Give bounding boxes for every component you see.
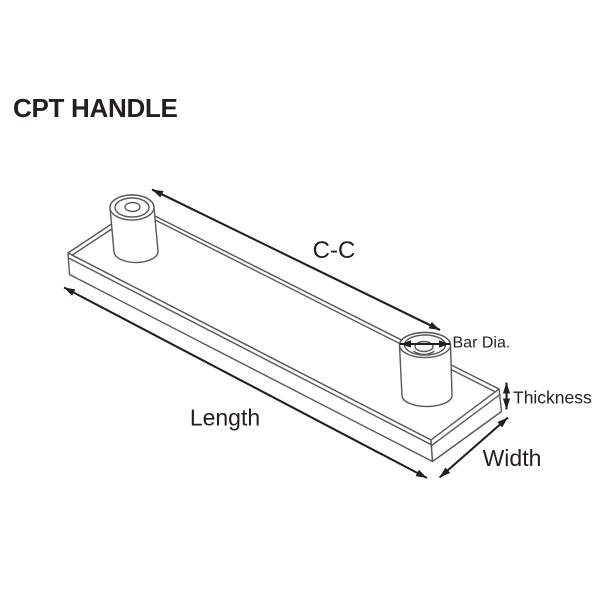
- left-post: [109, 194, 159, 264]
- dimensions: [63, 188, 511, 479]
- width-label: Width: [483, 445, 542, 471]
- left-post-bore-hole: [124, 201, 141, 213]
- dimension-labels: C-C Length Width Bar Dia. Thickness: [190, 237, 592, 471]
- left-post-top-face: [109, 194, 155, 221]
- left-post-top-rim: [114, 197, 150, 218]
- thickness-label: Thickness: [513, 388, 592, 408]
- page-title: CPT HANDLE: [13, 93, 178, 123]
- bar-dia-label: Bar Dia.: [453, 335, 511, 352]
- width-dimension-arrow: [438, 416, 509, 479]
- length-dimension-arrow: [63, 286, 428, 479]
- cc-label: C-C: [313, 237, 356, 264]
- length-label: Length: [190, 405, 260, 431]
